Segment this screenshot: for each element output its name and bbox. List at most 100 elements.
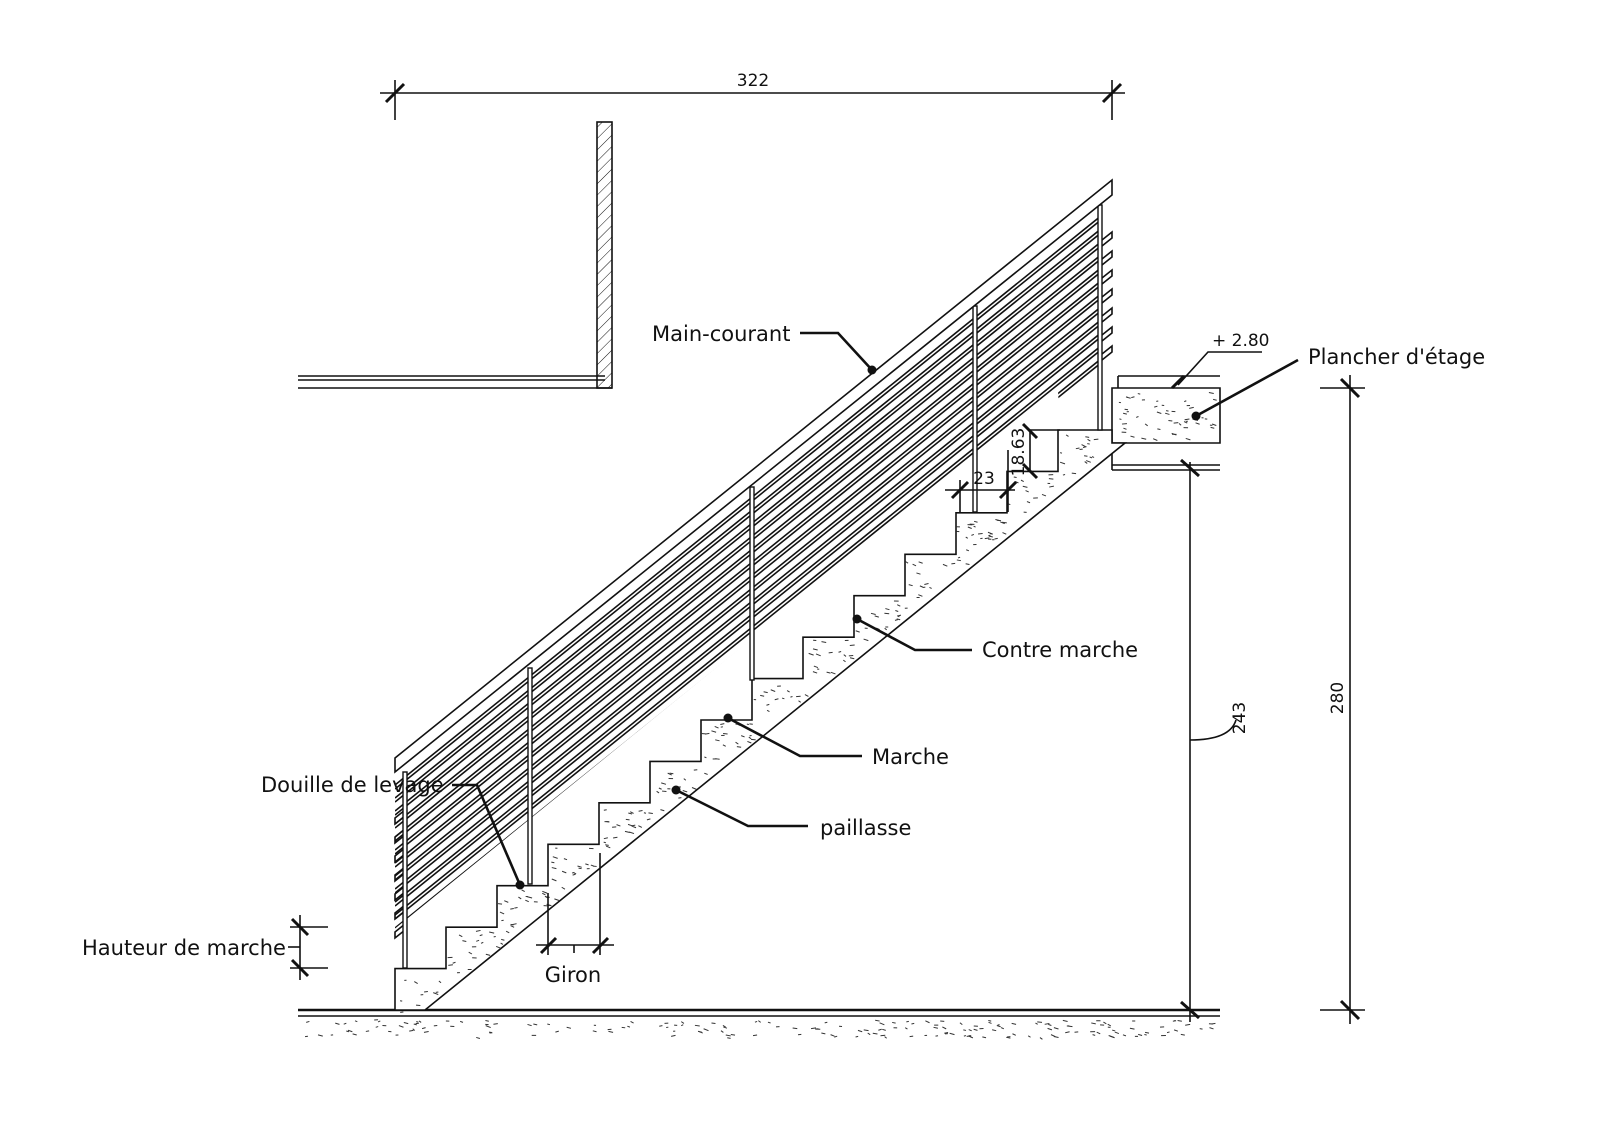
concrete-speck [1000,521,1005,525]
concrete-speck [982,1036,987,1039]
concrete-speck [533,1023,538,1026]
concrete-speck [590,864,594,867]
concrete-speck [1048,1023,1052,1026]
concrete-speck [1144,1031,1150,1034]
rail-end [1101,344,1113,361]
concrete-speck [994,537,998,540]
concrete-speck [1166,1031,1170,1034]
concrete-speck [438,980,442,984]
concrete-speck [727,1037,731,1039]
ground-floor [298,1008,1220,1040]
concrete-speck [875,1019,880,1022]
upper-wall [298,121,613,389]
concrete-speck [973,1028,978,1031]
concrete-speck [485,1020,489,1022]
concrete-speck [1006,1036,1011,1039]
rail-end [1101,268,1113,285]
concrete-speck [423,1031,429,1033]
concrete-speck [884,627,888,631]
concrete-speck [1154,405,1158,408]
concrete-speck [897,614,902,617]
concrete-speck [959,1022,963,1026]
concrete-speck [1130,435,1135,438]
concrete-speck [723,1026,728,1029]
concrete-speck [1085,460,1091,463]
concrete-speck [1091,1022,1096,1025]
concrete-speck [804,694,809,697]
concrete-speck [909,1035,914,1038]
label-douille: Douille de levage [261,773,444,797]
concrete-speck [1180,1033,1185,1036]
concrete-speck [1157,428,1161,430]
concrete-speck [648,812,653,814]
concrete-speck [1002,521,1007,524]
concrete-speck [661,782,667,785]
concrete-speck [512,923,517,926]
concrete-speck [821,641,827,643]
concrete-speck [973,525,976,528]
concrete-speck [632,825,637,829]
concrete-speck [577,865,582,868]
concrete-speck [1103,1021,1107,1025]
concrete-speck [433,992,439,996]
concrete-speck [527,896,533,899]
concrete-speck [476,1036,481,1039]
concrete-speck [638,810,643,812]
dimension-total-width: 322 [380,71,1125,120]
concrete-speck [763,691,768,694]
concrete-speck [365,1030,370,1032]
concrete-speck [500,942,504,945]
concrete-speck [904,1027,908,1030]
concrete-speck [458,934,463,938]
concrete-speck [514,907,518,909]
concrete-speck [1119,418,1122,420]
concrete-speck [669,772,674,775]
concrete-speck [505,930,510,934]
concrete-speck [1084,461,1088,464]
dimension-height-under: 243 [1180,458,1250,1022]
concrete-speck [1123,427,1127,430]
concrete-speck [720,1030,724,1033]
concrete-speck [767,1021,771,1024]
concrete-speck [966,549,970,552]
concrete-speck [736,746,742,748]
concrete-speck [792,1027,798,1030]
concrete-speck [495,945,502,949]
concrete-speck [879,1022,885,1026]
concrete-speck [813,665,819,669]
concrete-speck [510,907,514,910]
concrete-speck [949,1032,955,1036]
concrete-speck [867,1032,871,1036]
concrete-speck [988,535,993,538]
upper-floor-slab [1111,375,1221,471]
concrete-speck [317,1034,323,1037]
concrete-speck [659,1025,663,1027]
concrete-speck [1131,396,1135,399]
concrete-speck [1184,400,1187,403]
concrete-speck [1156,411,1162,414]
concrete-speck [722,1024,726,1028]
railing-post [749,486,755,681]
concrete-speck [375,1026,379,1028]
concrete-speck [680,1021,685,1024]
concrete-speck [510,925,515,928]
concrete-speck [1172,1019,1176,1022]
concrete-speck [592,1030,597,1033]
concrete-speck [1065,434,1069,437]
concrete-speck [521,889,525,893]
concrete-speck [895,610,899,612]
concrete-speck [705,732,710,735]
concrete-speck [1087,438,1091,442]
concrete-speck [306,1020,310,1023]
concrete-speck [863,638,869,642]
concrete-speck [489,931,495,934]
label-plancher: Plancher d'étage [1308,345,1485,369]
concrete-speck [1185,1023,1191,1026]
concrete-speck [1122,1034,1127,1037]
concrete-speck [1195,422,1200,425]
concrete-speck [629,831,635,835]
concrete-speck [748,736,752,740]
concrete-speck [984,537,990,540]
concrete-speck [1020,479,1024,482]
